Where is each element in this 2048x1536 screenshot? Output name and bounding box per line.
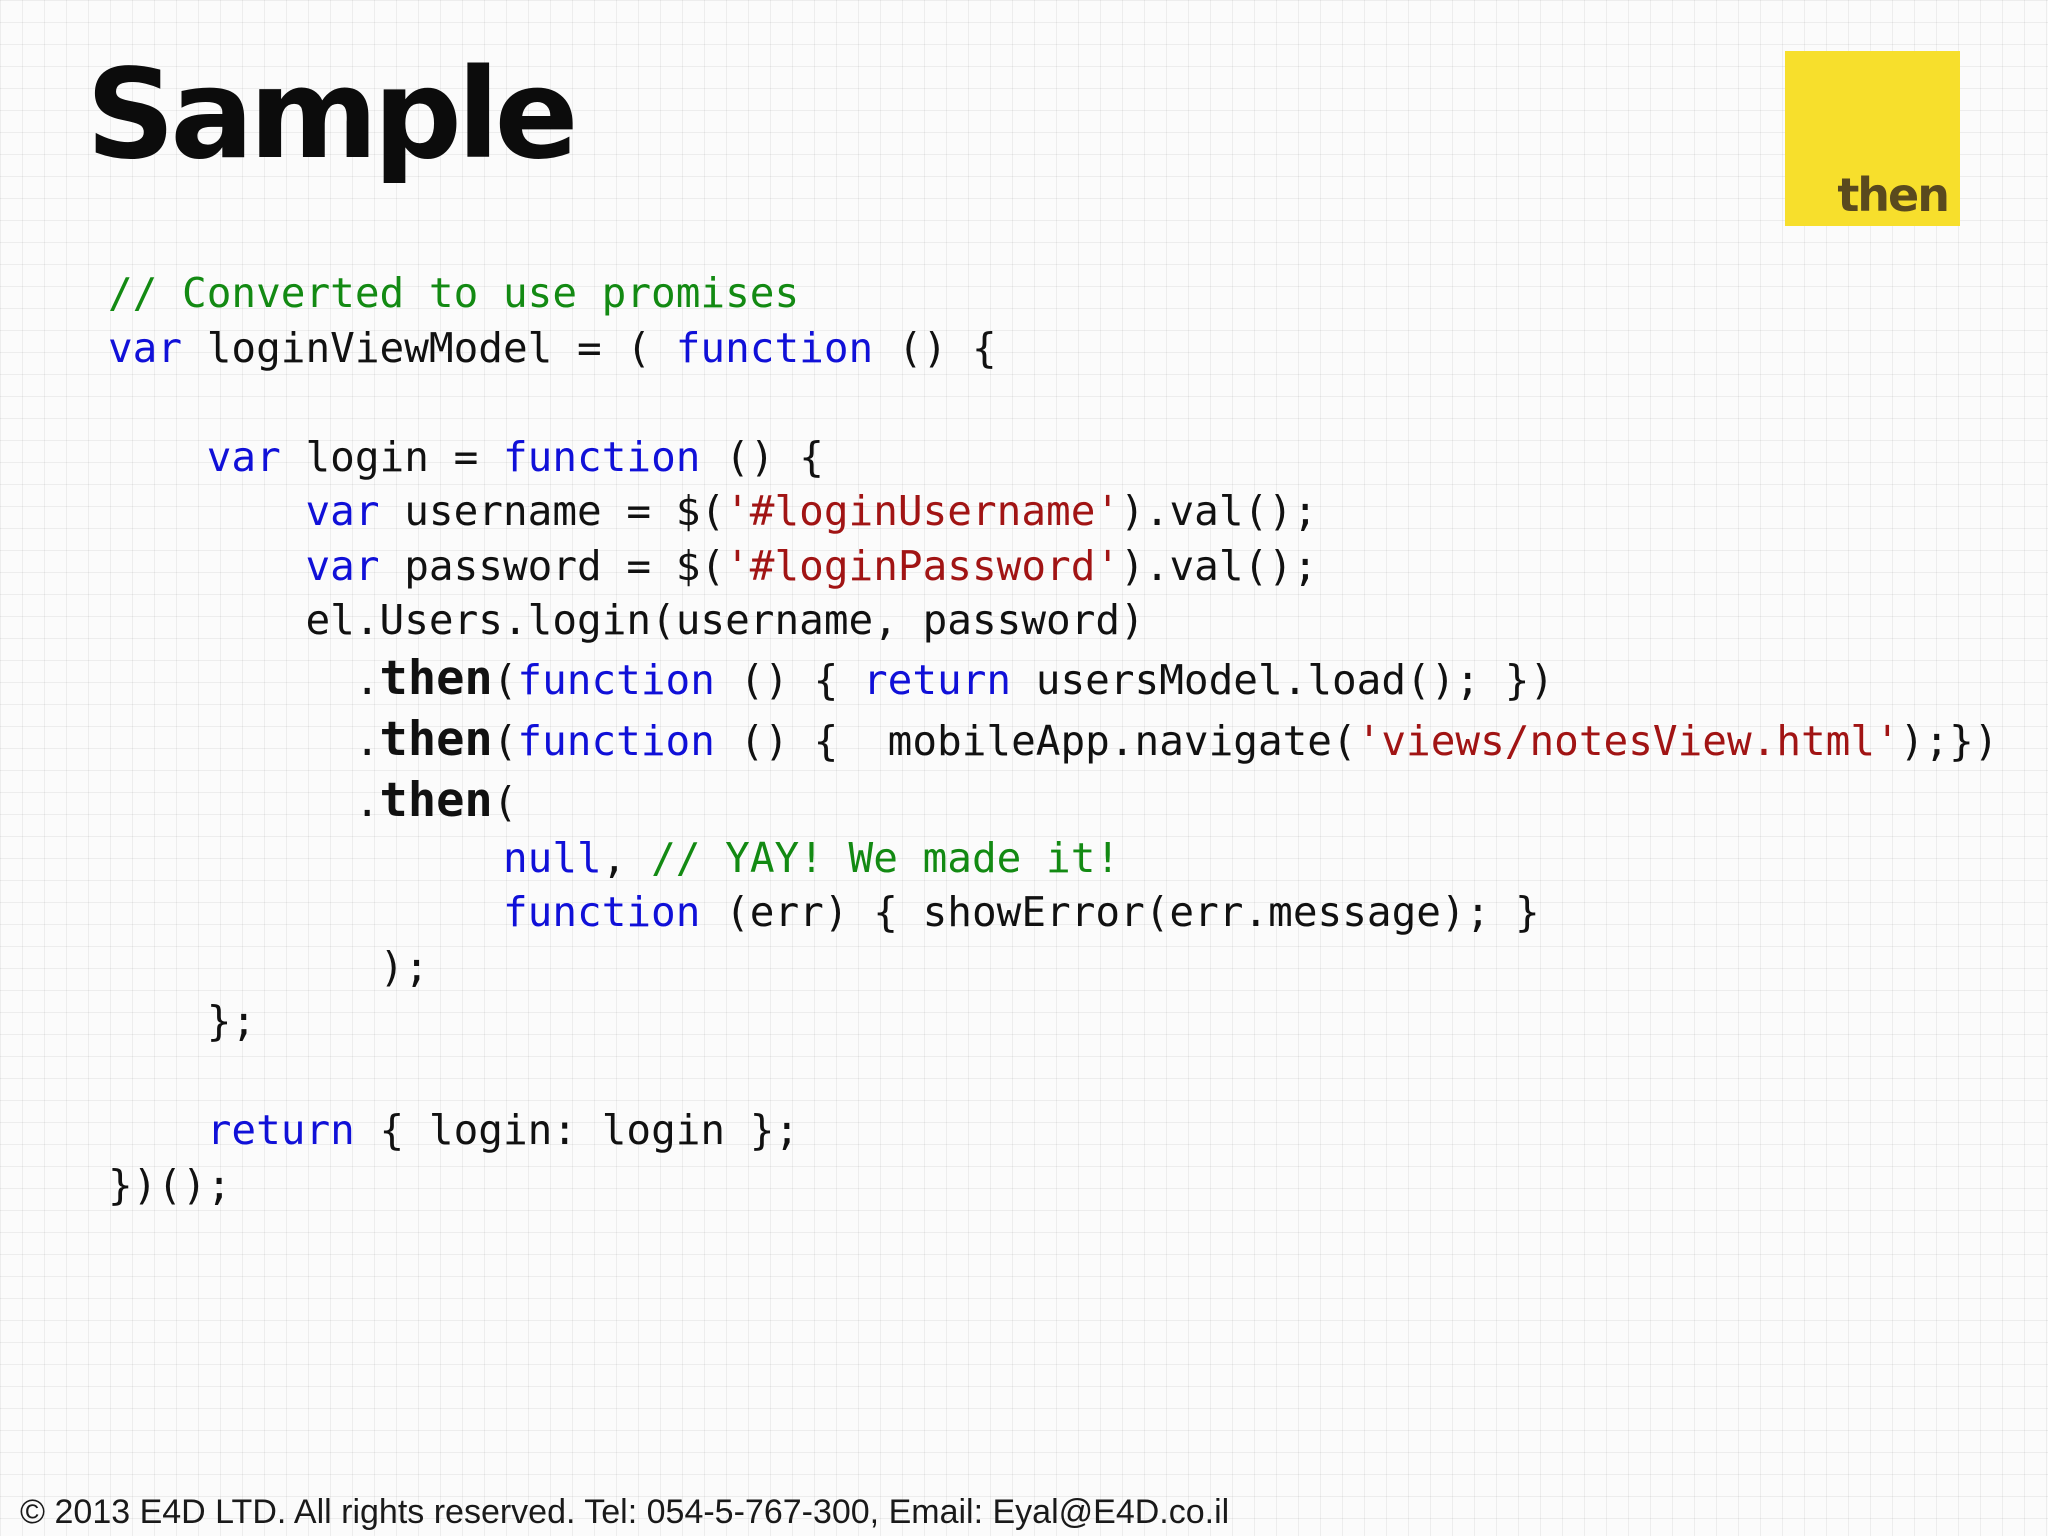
code-line: function (err) { showError(err.message);… xyxy=(108,885,1999,940)
code-line: return { login: login }; xyxy=(108,1103,1999,1158)
code-keyword: var xyxy=(305,487,380,535)
code-text: ).val(); xyxy=(1120,487,1318,535)
code-line: .then( xyxy=(108,772,518,828)
code-text: el.Users.login(username, password) xyxy=(305,596,1145,644)
code-line: null, // YAY! We made it! xyxy=(108,831,1999,886)
code-keyword: return xyxy=(863,655,1012,704)
code-text: (err) { showError(err.message); } xyxy=(700,888,1540,936)
then-logo: then xyxy=(1785,51,1960,226)
code-text: () { xyxy=(714,655,863,704)
code-string: 'views/notesView.html' xyxy=(1356,716,1900,765)
code-line: var password = $('#loginPassword').val()… xyxy=(108,539,1999,594)
code-keyword: function xyxy=(517,655,715,704)
code-text: ).val(); xyxy=(1120,541,1318,590)
then-method: then xyxy=(379,772,493,828)
code-text: })(); xyxy=(108,1160,232,1209)
slide-title: Sample xyxy=(86,43,579,187)
code-text: password = $( xyxy=(379,541,726,590)
code-line: })(); xyxy=(108,1158,1999,1213)
code-text: login = xyxy=(280,432,503,481)
code-keyword: var xyxy=(108,323,183,372)
code-string: '#loginUsername' xyxy=(725,487,1121,535)
then-method: then xyxy=(379,711,493,767)
code-line: var loginViewModel = ( function () { xyxy=(108,321,1999,376)
code-keyword: function xyxy=(502,888,701,936)
code-keyword: return xyxy=(206,1106,355,1154)
code-text: username = $( xyxy=(379,487,726,535)
code-line-blank xyxy=(108,375,1999,430)
then-method: then xyxy=(379,650,493,706)
code-line: }; xyxy=(108,994,1999,1049)
code-text: () { xyxy=(700,432,824,481)
code-keyword: function xyxy=(675,323,874,372)
code-text: usersModel.load(); }) xyxy=(1011,655,1555,704)
code-text: , xyxy=(601,833,652,882)
code-string: '#loginPassword' xyxy=(725,541,1121,590)
code-text: }; xyxy=(206,997,257,1045)
code-text: () { mobileApp.navigate( xyxy=(714,716,1357,765)
code-line: .then(function () { mobileApp.navigate('… xyxy=(108,711,1999,767)
code-line: var username = $('#loginUsername').val()… xyxy=(108,484,1999,539)
code-keyword: null xyxy=(502,833,602,882)
code-line-blank xyxy=(108,1049,1999,1104)
then-logo-text: then xyxy=(1837,168,1950,222)
code-line: .then(function () { return usersModel.lo… xyxy=(108,650,1555,706)
code-line: var login = function () { xyxy=(108,430,1999,485)
code-line: // Converted to use promises xyxy=(108,266,1999,321)
code-line: ); xyxy=(108,940,1999,995)
code-comment: // YAY! We made it! xyxy=(651,833,1121,882)
code-keyword: function xyxy=(517,716,715,765)
copyright-footer: © 2013 E4D LTD. All rights reserved. Tel… xyxy=(20,1493,1230,1531)
code-text: { login: login }; xyxy=(354,1106,800,1154)
code-keyword: function xyxy=(502,432,701,481)
code-text: loginViewModel = ( xyxy=(182,323,676,372)
code-line: el.Users.login(username, password) xyxy=(108,593,1999,648)
code-text: ); xyxy=(379,942,429,991)
code-keyword: var xyxy=(206,432,281,481)
code-block: // Converted to use promises var loginVi… xyxy=(108,266,1999,1212)
code-text: );}) xyxy=(1899,716,1999,765)
code-text: () { xyxy=(873,323,997,372)
code-keyword: var xyxy=(305,541,380,590)
code-comment: // Converted to use promises xyxy=(108,269,800,317)
